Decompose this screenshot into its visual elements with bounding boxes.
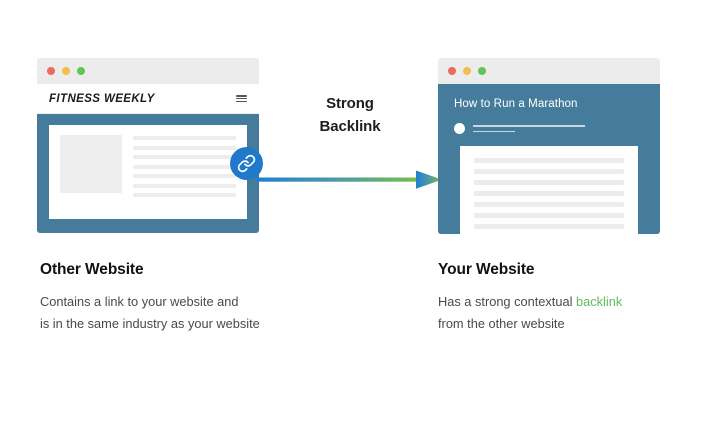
your-website-browser-window: How to Run a Marathon bbox=[438, 58, 660, 234]
post-meta-lines bbox=[473, 122, 644, 132]
text-line bbox=[474, 180, 624, 185]
text-line bbox=[133, 155, 236, 159]
text-line bbox=[133, 183, 236, 188]
caption-right-line-2: from the other website bbox=[438, 316, 565, 331]
text-line bbox=[133, 164, 236, 169]
text-line bbox=[133, 136, 236, 140]
text-line bbox=[474, 202, 624, 207]
backlink-highlight: backlink bbox=[576, 294, 623, 309]
arrow-right-gradient-icon bbox=[256, 168, 442, 192]
site-header: FITNESS WEEKLY bbox=[37, 84, 259, 114]
minimize-dot[interactable] bbox=[463, 67, 471, 75]
caption-body-left: Contains a link to your website and is i… bbox=[40, 291, 370, 335]
article-card bbox=[49, 125, 263, 219]
other-website-browser-window: FITNESS WEEKLY bbox=[37, 58, 263, 234]
hamburger-icon[interactable] bbox=[236, 95, 247, 102]
text-line bbox=[474, 213, 624, 218]
text-line bbox=[474, 169, 624, 174]
minimize-dot[interactable] bbox=[62, 67, 70, 75]
text-line bbox=[133, 174, 236, 178]
post-meta-row bbox=[454, 122, 644, 134]
left-window-content-area bbox=[37, 114, 263, 233]
strong-backlink-label: Strong Backlink bbox=[290, 92, 410, 139]
article-text-lines bbox=[133, 135, 236, 209]
caption-left-line-2: is in the same industry as your website bbox=[40, 316, 260, 331]
close-dot[interactable] bbox=[448, 67, 456, 75]
image-placeholder bbox=[60, 135, 122, 193]
label-line-1: Strong bbox=[326, 95, 374, 112]
text-line bbox=[474, 191, 624, 196]
other-website-caption: Other Website Contains a link to your we… bbox=[40, 261, 370, 335]
link-chain-icon[interactable] bbox=[230, 147, 263, 180]
maximize-dot[interactable] bbox=[478, 67, 486, 75]
close-dot[interactable] bbox=[47, 67, 55, 75]
your-website-caption: Your Website Has a strong contextual bac… bbox=[438, 261, 712, 335]
right-window-content-area: How to Run a Marathon bbox=[438, 84, 660, 234]
caption-right-line-1-pre: Has a strong contextual bbox=[438, 294, 576, 309]
avatar bbox=[454, 123, 465, 134]
text-line bbox=[474, 224, 624, 229]
meta-line bbox=[473, 125, 585, 127]
text-line bbox=[133, 145, 236, 150]
post-title: How to Run a Marathon bbox=[454, 98, 578, 110]
left-window-titlebar bbox=[37, 58, 259, 84]
right-window-titlebar bbox=[438, 58, 660, 84]
meta-line bbox=[473, 130, 515, 132]
caption-body-right: Has a strong contextual backlink from th… bbox=[438, 291, 712, 335]
label-line-2: Backlink bbox=[319, 118, 381, 136]
text-line bbox=[474, 158, 624, 163]
caption-left-line-1: Contains a link to your website and bbox=[40, 294, 239, 309]
caption-heading-right: Your Website bbox=[438, 261, 535, 278]
post-content-sheet bbox=[460, 146, 638, 234]
maximize-dot[interactable] bbox=[77, 67, 85, 75]
text-line bbox=[133, 193, 236, 197]
site-logo: FITNESS WEEKLY bbox=[49, 92, 155, 105]
caption-heading-left: Other Website bbox=[40, 261, 144, 278]
